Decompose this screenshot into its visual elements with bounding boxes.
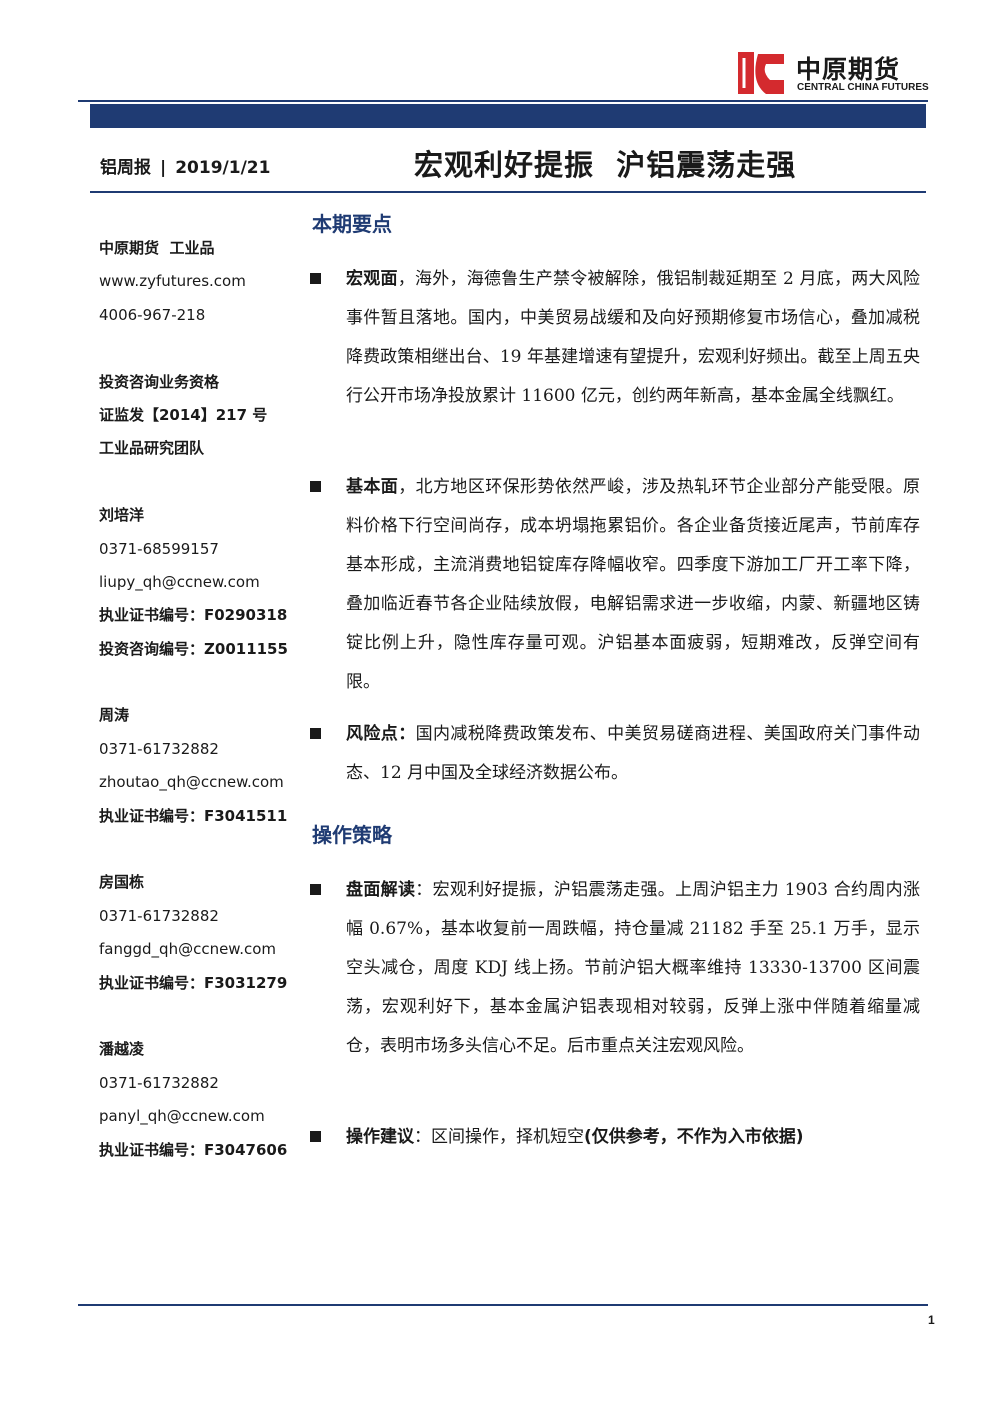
disclaimer-note: (仅供参考，不作为入市依据) <box>584 1127 804 1147</box>
company-phone: 4006-967-218 <box>99 305 206 324</box>
footer-rule <box>78 1304 928 1306</box>
company-name: 中原期货 工业品 <box>99 239 215 257</box>
doc-type: 铝周报 <box>100 158 151 178</box>
header-band <box>90 104 926 128</box>
separator: | <box>160 158 167 178</box>
bullet-macro: 宏观面，海外，海德鲁生产禁令被解除，俄铝制裁延期至 2 月底，两大风险事件暂且落… <box>310 260 920 416</box>
bullet-label: 宏观面 <box>346 269 398 289</box>
bullet-text: 国内减税降费政策发布、中美贸易磋商进程、美国政府关门事件动态、12 月中国及全球… <box>346 724 920 783</box>
analyst-email[interactable]: zhoutao_qh@ccnew.com <box>99 773 284 792</box>
header-rule <box>78 100 928 102</box>
analyst-phone: 0371-61732882 <box>99 739 219 758</box>
page-number: 1 <box>928 1313 935 1327</box>
ccf-logo-icon <box>738 52 784 94</box>
bullet-suggestion: 操作建议：区间操作，择机短空(仅供参考，不作为入市依据) <box>310 1118 920 1157</box>
bullet-text: ：区间操作，择机短空 <box>414 1127 584 1147</box>
title-rule <box>90 191 926 193</box>
analyst-cert: 执业证书编号：F3047606 <box>99 1140 288 1159</box>
analyst-name: 房国栋 <box>99 873 145 892</box>
bullet-market-reading: 盘面解读：宏观利好提振，沪铝震荡走强。上周沪铝主力 1903 合约周内涨幅 0.… <box>310 871 920 1066</box>
bullet-text: ，海外，海德鲁生产禁令被解除，俄铝制裁延期至 2 月底，两大风险事件暂且落地。国… <box>346 269 921 406</box>
analyst-phone: 0371-68599157 <box>99 539 219 558</box>
report-meta: 铝周报 | 2019/1/21 <box>100 153 270 178</box>
brand-name-en: CENTRAL CHINA FUTURES <box>797 82 929 93</box>
qualification-license: 证监发【2014】217 号 <box>99 405 268 424</box>
analyst-name: 周涛 <box>99 706 130 725</box>
brand-name-cn: 中原期货 <box>796 55 901 84</box>
report-date: 2019/1/21 <box>175 158 271 178</box>
bullet-square-icon <box>310 481 321 492</box>
research-team: 工业品研究团队 <box>99 439 205 458</box>
bullet-label: 操作建议 <box>346 1127 414 1147</box>
bullet-label: 基本面 <box>346 477 399 497</box>
analyst-cert: 执业证书编号：F3041511 <box>99 806 288 825</box>
analyst-cert: 执业证书编号：F0290318 <box>99 606 288 625</box>
bullet-fundamentals: 基本面，北方地区环保形势依然严峻，涉及热轧环节企业部分产能受限。原料价格下行空间… <box>310 468 920 702</box>
bullet-square-icon <box>310 273 321 284</box>
bullet-text: ，北方地区环保形势依然严峻，涉及热轧环节企业部分产能受限。原料价格下行空间尚存，… <box>346 477 920 692</box>
bullet-square-icon <box>310 728 321 739</box>
analyst-email[interactable]: panyl_qh@ccnew.com <box>99 1107 265 1126</box>
analyst-phone: 0371-61732882 <box>99 1073 219 1092</box>
bullet-text: ：宏观利好提振，沪铝震荡走强。上周沪铝主力 1903 合约周内涨幅 0.67%，… <box>346 880 920 1056</box>
sidebar-contacts: 中原期货 工业品 www.zyfutures.com 4006-967-218 … <box>99 232 309 1167</box>
analyst-cert: 执业证书编号：F3031279 <box>99 973 288 992</box>
analyst-phone: 0371-61732882 <box>99 906 219 925</box>
bullet-square-icon <box>310 1131 321 1142</box>
analyst-email[interactable]: fanggd_qh@ccnew.com <box>99 940 276 959</box>
company-website[interactable]: www.zyfutures.com <box>99 272 246 291</box>
analyst-name: 刘培洋 <box>99 506 145 525</box>
page-title: 宏观利好提振 沪铝震荡走强 <box>414 148 797 182</box>
section-title-strategy: 操作策略 <box>312 823 392 847</box>
brand-logo: 中原期货 CENTRAL CHINA FUTURES <box>736 48 936 98</box>
analyst-name: 潘越凌 <box>99 1040 145 1059</box>
section-title-highlights: 本期要点 <box>312 212 392 236</box>
analyst-consult: 投资咨询编号：Z0011155 <box>99 639 288 658</box>
bullet-risk: 风险点：国内减税降费政策发布、中美贸易磋商进程、美国政府关门事件动态、12 月中… <box>310 715 920 793</box>
bullet-label: 风险点： <box>346 724 416 744</box>
analyst-email[interactable]: liupy_qh@ccnew.com <box>99 572 260 591</box>
bullet-label: 盘面解读 <box>346 880 416 900</box>
bullet-square-icon <box>310 884 321 895</box>
qualification-title: 投资咨询业务资格 <box>99 372 220 391</box>
